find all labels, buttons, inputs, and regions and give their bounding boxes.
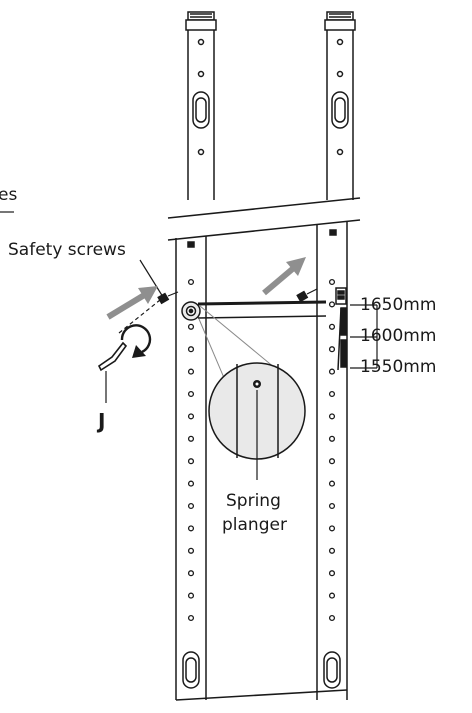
hole-column-right bbox=[328, 278, 336, 622]
upper-cut-line bbox=[167, 197, 361, 219]
upright-hole bbox=[187, 346, 195, 353]
upright-hole bbox=[328, 458, 336, 465]
upright-hole bbox=[187, 547, 195, 554]
upright-hole bbox=[328, 390, 336, 398]
upper-pole-left bbox=[185, 11, 217, 200]
height-leader-lines bbox=[350, 304, 378, 369]
upright-hole bbox=[328, 323, 336, 330]
lower-cut-line bbox=[167, 219, 361, 241]
truncated-label: es bbox=[0, 185, 17, 205]
crossbar bbox=[197, 300, 327, 319]
spring-label-line1: Spring bbox=[226, 491, 281, 511]
safety-screws-label: Safety screws bbox=[8, 240, 126, 260]
upright-hole bbox=[187, 502, 195, 510]
safety-screw-right-icon bbox=[296, 288, 318, 303]
upright-hole bbox=[328, 480, 336, 487]
upright-hole bbox=[328, 278, 336, 286]
upright-hole bbox=[187, 458, 195, 465]
spring-plunger-knob bbox=[181, 301, 201, 321]
upright-hole bbox=[328, 413, 336, 420]
upright-hole bbox=[328, 614, 336, 622]
upright-hole bbox=[187, 480, 195, 487]
upright-hole bbox=[328, 547, 336, 554]
insertion-path bbox=[118, 299, 161, 334]
upright-hole bbox=[328, 346, 336, 353]
base-line bbox=[175, 689, 348, 701]
lower-upright-left bbox=[175, 236, 207, 700]
upright-hole bbox=[187, 435, 195, 442]
upright-hole bbox=[328, 301, 336, 308]
upright-hole bbox=[187, 525, 195, 532]
upright-hole bbox=[328, 525, 336, 532]
upright-hole bbox=[187, 614, 195, 622]
safety-screws-leader bbox=[139, 259, 164, 298]
upright-hole bbox=[328, 570, 336, 577]
upper-pole-right bbox=[324, 11, 356, 200]
height-bracket-icon bbox=[335, 287, 347, 371]
upright-hole bbox=[187, 368, 195, 375]
arrow-left-icon bbox=[106, 286, 158, 320]
upright-hole bbox=[328, 435, 336, 442]
height-1550: 1550mm bbox=[360, 357, 436, 377]
rotate-icon bbox=[120, 324, 152, 358]
upright-hole bbox=[328, 368, 336, 375]
upright-hole bbox=[328, 502, 336, 510]
tool-letter-label: J bbox=[96, 409, 105, 433]
upright-hole bbox=[187, 592, 195, 599]
height-1650: 1650mm bbox=[360, 295, 436, 315]
upright-hole bbox=[328, 592, 336, 599]
upright-hole bbox=[187, 413, 195, 420]
upright-hole bbox=[187, 323, 195, 330]
upright-hole bbox=[187, 570, 195, 577]
hex-key-icon bbox=[97, 341, 128, 403]
upright-hole bbox=[187, 390, 195, 398]
upright-hole bbox=[187, 278, 195, 286]
magnifier-detail bbox=[208, 362, 306, 480]
arrow-right-icon bbox=[262, 257, 306, 296]
hole-column-left bbox=[187, 278, 195, 622]
height-1600: 1600mm bbox=[360, 326, 436, 346]
spring-label-line2: planger bbox=[222, 515, 287, 535]
